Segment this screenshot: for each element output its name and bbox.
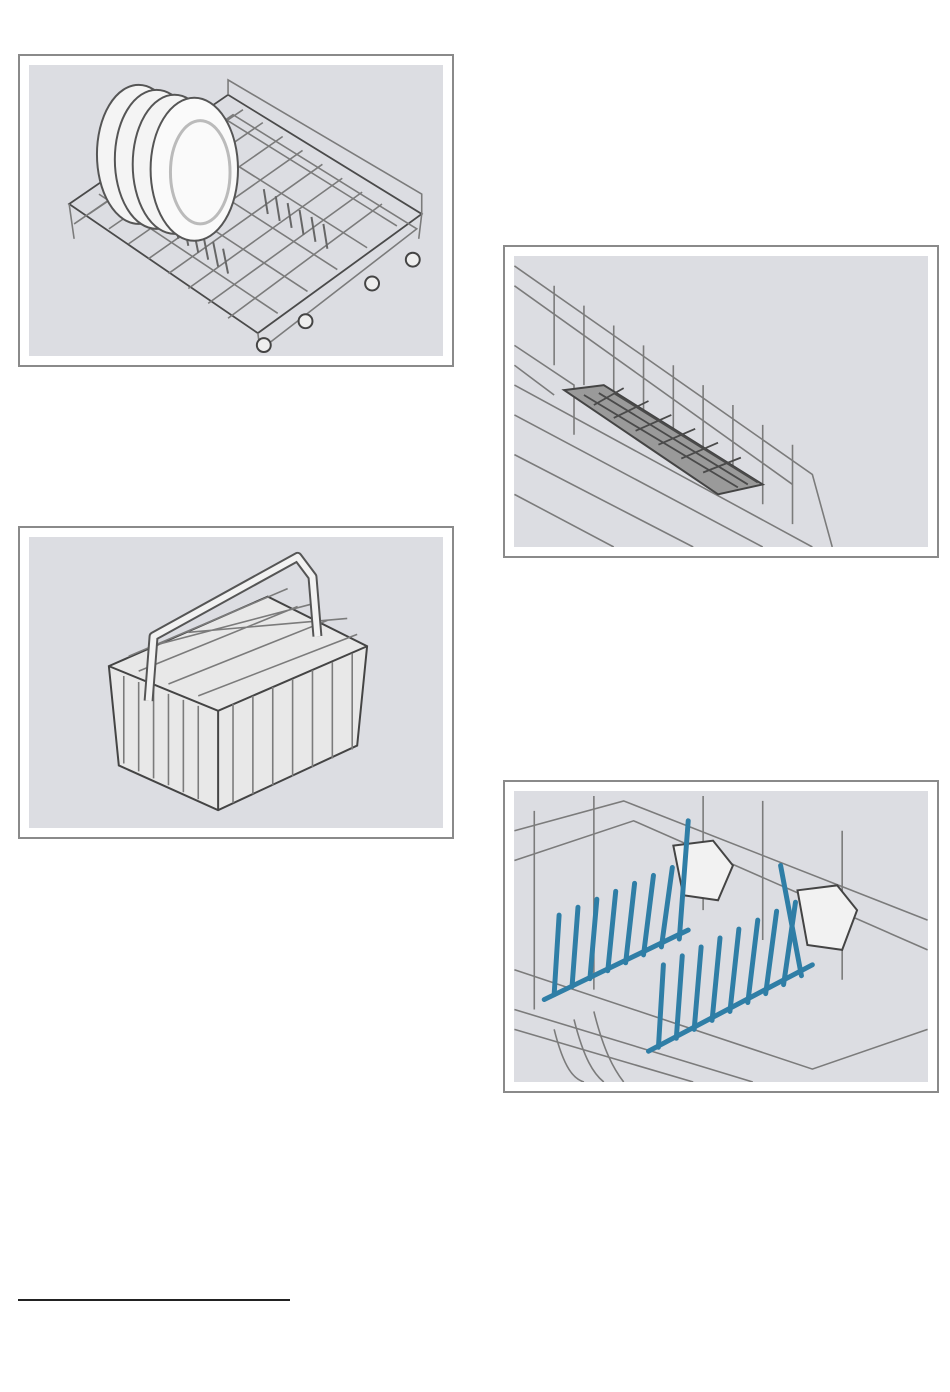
figure-folding-tines: [503, 780, 939, 1093]
lower-rack-drawing: [29, 65, 443, 356]
figure-cutlery-basket: [18, 526, 454, 839]
blue-tines-row-1: [544, 821, 688, 1000]
figure-lower-rack: [18, 54, 454, 367]
plates: [97, 85, 238, 241]
rack-wheels: [257, 253, 420, 352]
folding-plate-tines-illustration: [514, 791, 928, 1082]
footnote-rule: [18, 1299, 290, 1301]
cutlery-basket-illustration: [29, 537, 443, 828]
rack-wall-wires: [514, 266, 832, 547]
figure-fold-down-shelf: [503, 245, 939, 558]
fold-down-shelf-illustration: [514, 256, 928, 547]
fold-down-shelf-drawing: [514, 256, 928, 547]
cutlery-basket-drawing: [29, 537, 443, 828]
folding-tines-drawing: [514, 791, 928, 1082]
lower-rack-with-plates-illustration: [29, 65, 443, 356]
